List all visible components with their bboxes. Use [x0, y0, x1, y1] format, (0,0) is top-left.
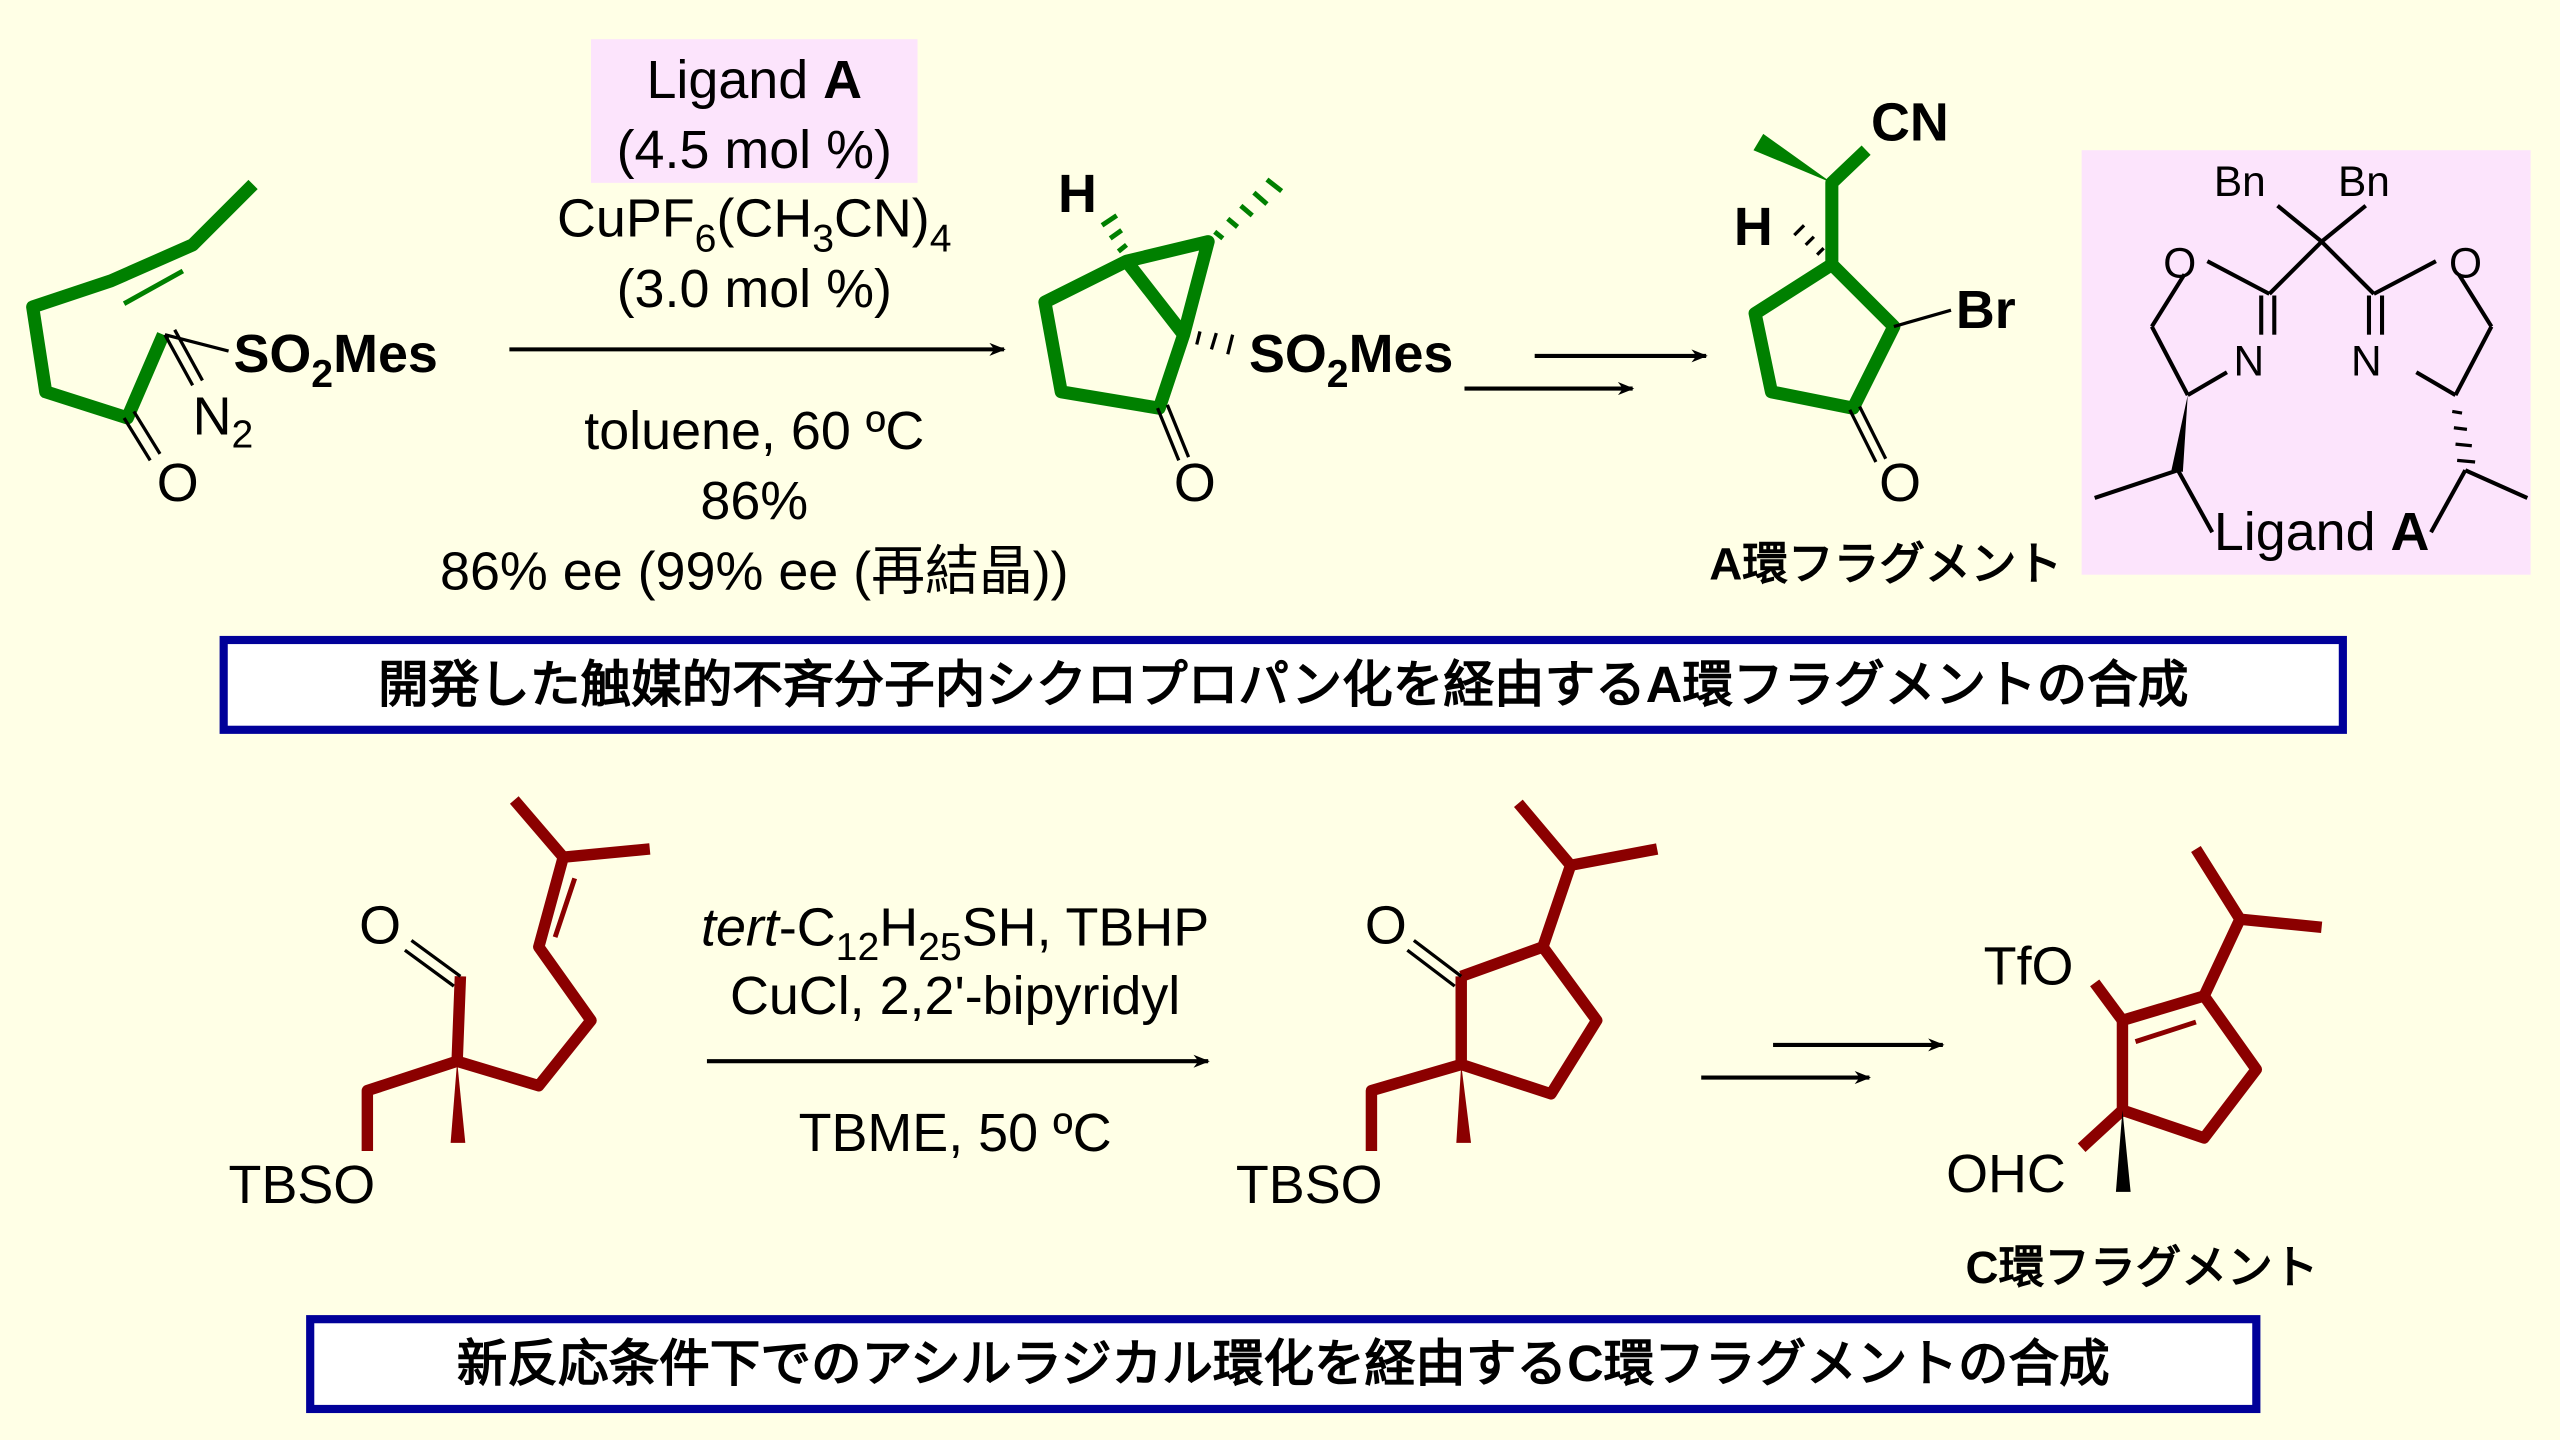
ligand-a-structure: Bn Bn O O N N Ligand A [2081, 150, 2531, 575]
diazo-sulfone-reactant: O N2 SO2Mes [26, 179, 438, 513]
copper-loading: (3.0 mol %) [617, 259, 892, 319]
oxazoline-o-right: O [2449, 240, 2482, 287]
copper-catalyst: CuPF6(CH3CN)4 [557, 189, 952, 261]
title-c: 新反応条件下でのアシルラジカル環化を経由するC環フラグメントの合成 [457, 1335, 2110, 1392]
thiol-reagent: tert-C12H25SH, TBHP [701, 897, 1209, 969]
triflate-label: TfO [1984, 936, 2074, 996]
tbso-label: TBSO [229, 1155, 376, 1215]
aldehyde-o-label: O [359, 896, 401, 956]
conditions: TBME, 50 ºC [799, 1103, 1112, 1163]
oxazoline-n-left: N [2233, 338, 2264, 385]
c-ring-fragment: TfO OHC C環フラグメント [1946, 845, 2323, 1293]
ligand-reagent: Ligand A [646, 50, 862, 110]
aldehyde-reactant: O TBSO [229, 796, 651, 1215]
aldehyde-label: OHC [1946, 1144, 2066, 1204]
ligand-loading: (4.5 mol %) [617, 120, 892, 180]
h-label: H [1058, 164, 1097, 224]
so2mes-label: SO2Mes [1249, 324, 1453, 396]
so2mes-label: SO2Mes [233, 324, 437, 396]
ketone-o-label: O [1365, 896, 1407, 956]
h-label: H [1734, 197, 1773, 257]
title-a: 開発した触媒的不斉分子内シクロプロパン化を経由するA環フラグメントの合成 [378, 656, 2188, 713]
conditions: toluene, 60 ºC [584, 401, 924, 461]
ligand-a-label: Ligand A [2214, 502, 2430, 562]
carbonyl-o-label: O [157, 453, 199, 513]
yield: 86% [700, 471, 808, 531]
bicyclic-cyclopropane: H O SO2Mes [1038, 164, 1453, 513]
a-ring-fragment: CN H Br O A環フラグメント [1709, 92, 2062, 589]
ketone-o-label: O [1879, 453, 1921, 513]
ketone-o-label: O [1174, 453, 1216, 513]
diazo-n2-label: N2 [193, 386, 254, 456]
ligand-highlight [591, 39, 918, 183]
tbso-label: TBSO [1236, 1155, 1383, 1215]
oxazoline-n-right: N [2351, 338, 2382, 385]
title-box-a [219, 635, 2347, 734]
title-box-c [306, 1315, 2261, 1414]
benzyl-label-left: Bn [2214, 158, 2266, 205]
a-ring-caption: A環フラグメント [1709, 539, 2062, 590]
catalyst-reagent: CuCl, 2,2'-bipyridyl [730, 966, 1180, 1026]
oxazoline-o-left: O [2163, 240, 2196, 287]
nitrile-label: CN [1871, 92, 1949, 152]
enantiomeric-excess: 86% ee (99% ee (再結晶)) [440, 541, 1069, 601]
bromo-label: Br [1956, 280, 2016, 340]
c-ring-caption: C環フラグメント [1966, 1242, 2319, 1293]
benzyl-label-right: Bn [2338, 158, 2390, 205]
